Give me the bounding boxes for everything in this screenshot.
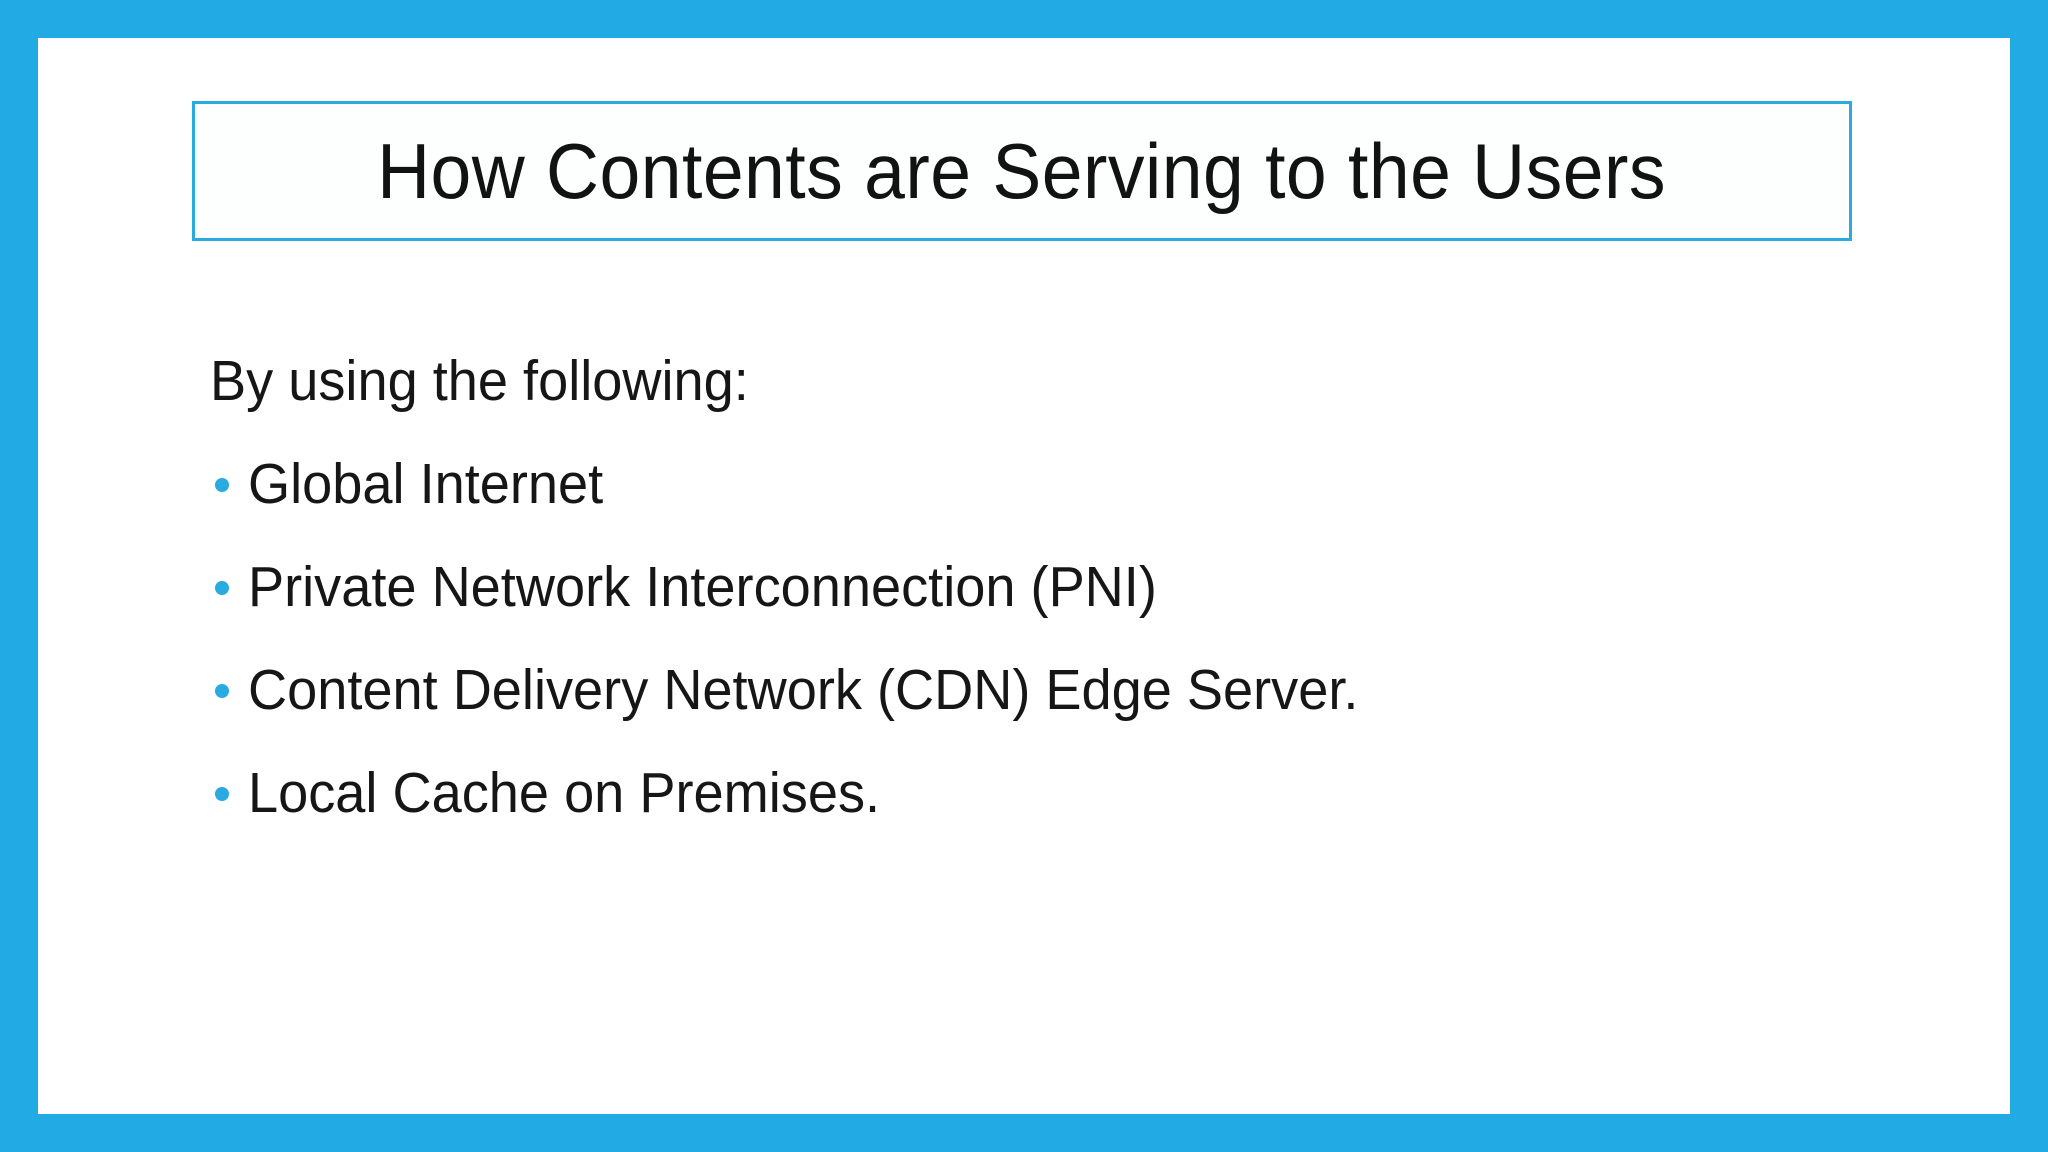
list-item[interactable]: Global Internet (210, 456, 1910, 514)
list-item-label: Local Cache on Premises. (248, 761, 881, 825)
bullet-list: Global Internet Private Network Intercon… (210, 456, 1910, 823)
list-item-label: Private Network Interconnection (PNI) (248, 555, 1157, 619)
list-item[interactable]: Content Delivery Network (CDN) Edge Serv… (210, 662, 1910, 720)
bullet-dot-icon (215, 478, 229, 492)
body-placeholder[interactable]: By using the following: Global Internet … (210, 353, 1910, 823)
list-item-label: Content Delivery Network (CDN) Edge Serv… (248, 658, 1359, 722)
title-placeholder[interactable]: How Contents are Serving to the Users (192, 101, 1852, 241)
list-item-label: Global Internet (248, 452, 604, 516)
lead-paragraph: By using the following: (210, 349, 749, 413)
bullet-dot-icon (215, 684, 229, 698)
page-title: How Contents are Serving to the Users (377, 127, 1667, 215)
list-item[interactable]: Private Network Interconnection (PNI) (210, 559, 1910, 617)
bullet-dot-icon (215, 581, 229, 595)
bullet-dot-icon (215, 787, 229, 801)
slide-canvas: How Contents are Serving to the Users By… (38, 38, 2010, 1114)
list-item[interactable]: Local Cache on Premises. (210, 765, 1910, 823)
